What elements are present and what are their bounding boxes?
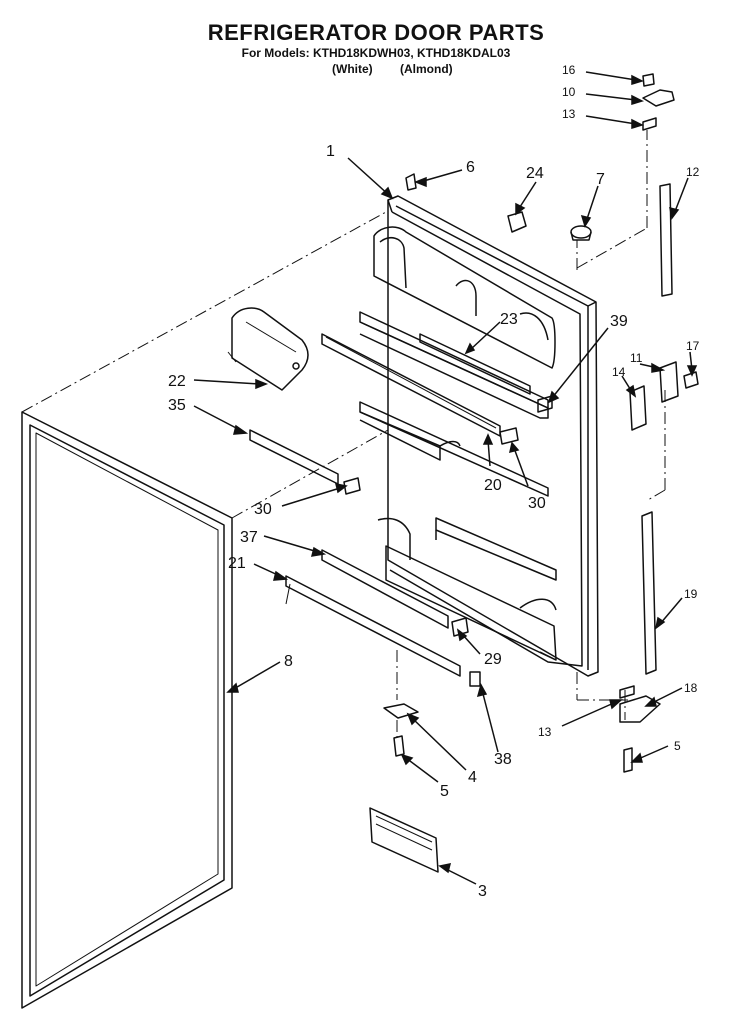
- callout-8: 8: [284, 653, 293, 670]
- callout-20: 20: [484, 477, 502, 494]
- callout-13-bottom: 13: [538, 725, 552, 739]
- variant-almond: (Almond): [400, 62, 453, 76]
- callout-11: 11: [630, 351, 643, 365]
- callout-13-top: 13: [562, 107, 576, 121]
- callout-30-left: 30: [254, 501, 272, 518]
- callout-3: 3: [478, 883, 487, 900]
- callout-14: 14: [612, 365, 626, 379]
- callout-23: 23: [500, 311, 518, 328]
- callout-10: 10: [562, 85, 576, 99]
- callout-5-left: 5: [440, 783, 449, 800]
- callout-22: 22: [168, 373, 186, 390]
- door-outer: [387, 195, 599, 677]
- callout-4: 4: [468, 769, 477, 786]
- callout-24: 24: [526, 165, 544, 182]
- callout-12: 12: [686, 165, 700, 179]
- callout-18: 18: [684, 681, 698, 695]
- callout-35: 35: [168, 397, 186, 414]
- models-line: For Models: KTHD18KDWH03, KTHD18KDAL03: [241, 46, 511, 60]
- callout-29: 29: [484, 651, 502, 668]
- callout-39: 39: [610, 313, 628, 330]
- variant-white: (White): [332, 62, 373, 76]
- callout-19: 19: [684, 587, 698, 601]
- callout-16: 16: [562, 63, 576, 77]
- callout-1: 1: [326, 143, 335, 160]
- callout-17: 17: [686, 339, 700, 353]
- callout-7: 7: [596, 171, 605, 188]
- callout-6: 6: [466, 159, 475, 176]
- callout-30-right: 30: [528, 495, 546, 512]
- callout-37: 37: [240, 529, 258, 546]
- callout-38: 38: [494, 751, 512, 768]
- page-title: REFRIGERATOR DOOR PARTS: [207, 20, 545, 45]
- callout-5-right: 5: [674, 739, 681, 753]
- callout-21: 21: [228, 555, 246, 572]
- door-gasket: [21, 411, 233, 1009]
